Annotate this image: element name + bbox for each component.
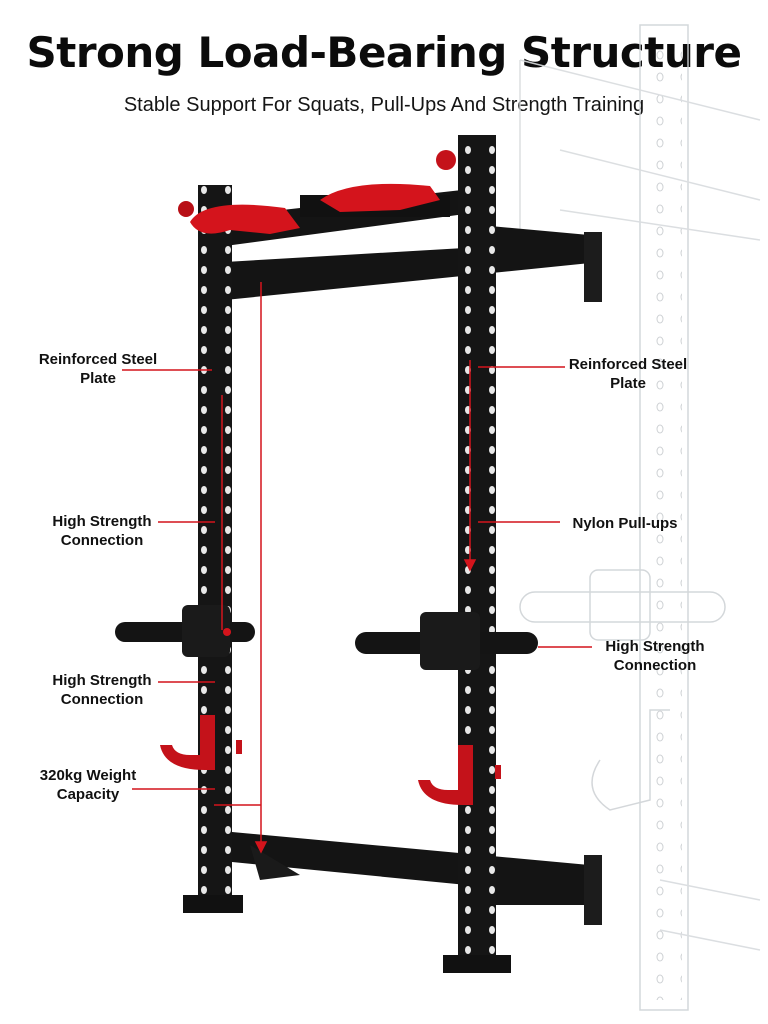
- bottom-crossbar: [232, 832, 602, 925]
- page-subtitle: Stable Support For Squats, Pull-Ups And …: [123, 94, 645, 116]
- left-upright: [183, 185, 243, 913]
- j-hooks: [160, 715, 501, 805]
- page-title: Strong Load-Bearing Structure: [26, 28, 742, 77]
- callout-weight-capacity: 320kg Weight Capacity: [39, 767, 137, 803]
- left-bar-holder: [115, 605, 255, 657]
- callout-left-connection-2: High Strength Connection: [52, 672, 152, 708]
- callout-right-steel-plate: Reinforced Steel Plate: [568, 356, 688, 392]
- callout-right-connection: High Strength Connection: [605, 638, 705, 674]
- right-upright: [443, 135, 511, 973]
- right-bar-holder: [355, 612, 538, 670]
- pull-up-handles: [178, 150, 456, 234]
- callout-nylon-pull-ups: Nylon Pull-ups: [572, 515, 678, 532]
- background-sketch: [519, 24, 761, 1011]
- callout-lines: [122, 282, 592, 854]
- callout-left-connection-1: High Strength Connection: [52, 513, 152, 549]
- callout-left-steel-plate: Reinforced Steel Plate: [38, 351, 158, 387]
